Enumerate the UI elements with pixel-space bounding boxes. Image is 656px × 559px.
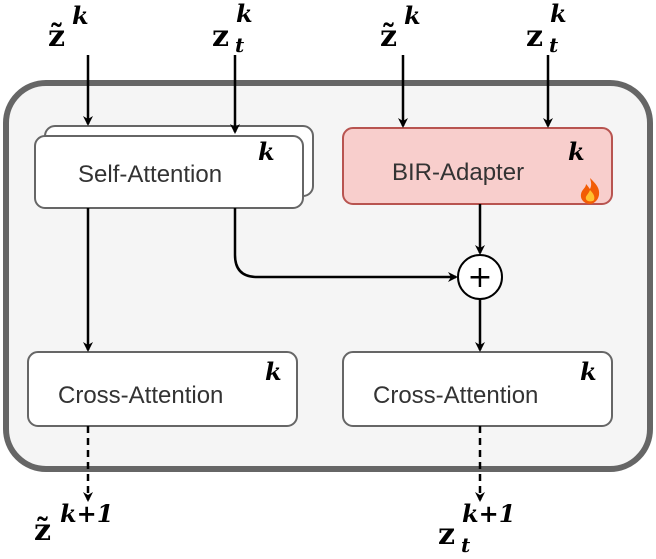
input-z-tilde-right: z̃ k [380, 1, 421, 54]
svg-text:t: t [461, 533, 471, 557]
svg-text:k+1: k+1 [462, 499, 515, 528]
plus-icon: + [467, 260, 492, 295]
svg-text:z: z [438, 517, 455, 552]
bir-adapter-box [342, 127, 613, 205]
svg-text:z̃: z̃ [380, 19, 397, 54]
bir-adapter-label: BIR-Adapter [392, 159, 524, 186]
bir-adapter-sup: k [568, 137, 585, 166]
svg-text:t: t [235, 33, 245, 57]
cross-attention-right-label: Cross-Attention [373, 382, 538, 409]
input-z-t-left: z k t [212, 0, 253, 57]
svg-text:z̃: z̃ [34, 513, 51, 548]
fire-icon [580, 178, 600, 204]
svg-text:k: k [550, 0, 567, 28]
input-z-t-right: z k t [526, 0, 567, 57]
svg-text:z̃: z̃ [48, 19, 65, 54]
output-z-t: z k+1 t [438, 499, 515, 557]
cross-attention-left-box [27, 351, 298, 427]
svg-text:z: z [526, 19, 543, 54]
svg-text:z: z [212, 19, 229, 54]
svg-text:k: k [72, 1, 89, 30]
self-attention-label: Self-Attention [78, 161, 222, 188]
output-z-tilde: z̃ k+1 [34, 499, 113, 548]
cross-attention-left-sup: k [265, 357, 282, 386]
cross-attention-left-label: Cross-Attention [58, 382, 223, 409]
cross-attention-right-box [342, 351, 613, 427]
cross-attention-right-sup: k [580, 357, 597, 386]
svg-text:t: t [549, 33, 559, 57]
svg-text:k+1: k+1 [60, 499, 113, 528]
svg-text:k: k [236, 0, 253, 28]
svg-text:k: k [404, 1, 421, 30]
input-z-tilde-left: z̃ k [48, 1, 89, 54]
self-attention-sup: k [258, 137, 275, 166]
arrow-self-to-sum [233, 208, 458, 282]
self-attention-box [34, 135, 304, 209]
